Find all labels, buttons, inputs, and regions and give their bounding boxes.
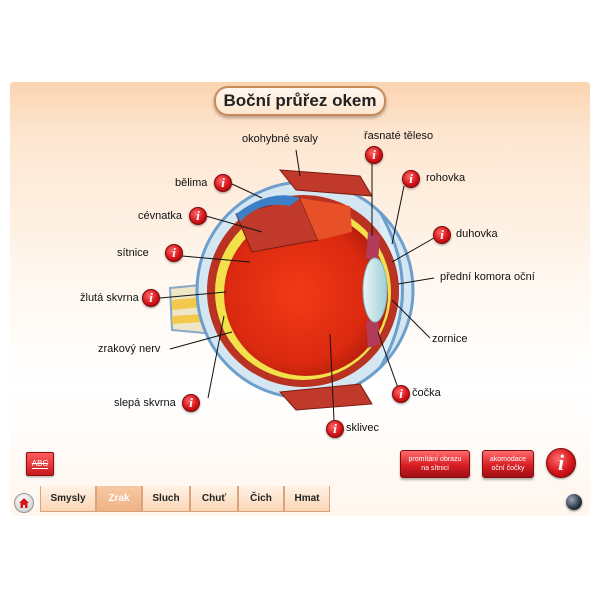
projection-line-2: na sítnici <box>421 465 449 472</box>
label-zrakovy-nerv: zrakový nerv <box>98 343 161 355</box>
info-icon-cocka[interactable]: i <box>392 385 410 403</box>
label-sitnice: sítnice <box>117 247 149 259</box>
lens <box>362 257 388 323</box>
label-rohovka: rohovka <box>426 172 466 184</box>
info-icon-rohovka[interactable]: i <box>402 170 420 188</box>
label-belima: bělima <box>175 177 208 189</box>
info-icon-belima[interactable]: i <box>214 174 232 192</box>
eye-muscle-bottom <box>278 383 373 411</box>
label-rasnate-teleso: řasnaté těleso <box>364 130 434 142</box>
tab-hmat[interactable]: Hmat <box>284 486 330 512</box>
info-icon-cevnatka[interactable]: i <box>189 207 207 225</box>
label-sklivec: sklivec <box>346 422 380 434</box>
abc-label: ABC <box>31 459 49 469</box>
home-button[interactable] <box>14 493 34 513</box>
vitreous-body <box>224 212 388 376</box>
label-cocka: čočka <box>412 387 441 399</box>
tab-smysly[interactable]: Smysly <box>40 486 96 512</box>
info-icon-duhovka[interactable]: i <box>433 226 451 244</box>
projection-on-retina-button[interactable]: promítání obrazu na sítnici <box>400 450 470 478</box>
label-predni-komora: přední komora oční <box>440 271 535 283</box>
info-icon-main[interactable]: i <box>546 448 576 478</box>
page-title: Boční průřez okem <box>214 86 386 116</box>
label-slepa-skvrna: slepá skvrna <box>114 397 176 409</box>
abc-button[interactable]: ABC <box>26 452 54 476</box>
projection-line-1: promítání obrazu <box>408 456 462 463</box>
home-icon <box>19 498 29 508</box>
tab-sluch[interactable]: Sluch <box>142 486 190 512</box>
info-icon-sklivec[interactable]: i <box>326 420 344 438</box>
info-icon-sitnice[interactable]: i <box>165 244 183 262</box>
label-cevnatka: cévnatka <box>138 210 183 222</box>
lens-accommodation-button[interactable]: akomodace oční čočky <box>482 450 534 478</box>
info-icon-zluta-skvrna[interactable]: i <box>142 289 160 307</box>
tab-zrak[interactable]: Zrak <box>96 486 142 512</box>
globe-icon[interactable] <box>566 494 582 510</box>
info-icon-rasnate-teleso[interactable]: i <box>365 146 383 164</box>
label-okohybne-svaly: okohybné svaly <box>242 133 318 145</box>
tab-chut[interactable]: Chuť <box>190 486 238 512</box>
info-icon-slepa-skvrna[interactable]: i <box>182 394 200 412</box>
accommodation-line-1: akomodace <box>489 456 527 463</box>
accommodation-line-2: oční čočky <box>491 465 525 472</box>
label-duhovka: duhovka <box>456 228 498 240</box>
label-zluta-skvrna: žlutá skvrna <box>80 292 139 304</box>
tab-cich[interactable]: Čich <box>238 486 284 512</box>
label-zornice: zornice <box>432 333 468 345</box>
